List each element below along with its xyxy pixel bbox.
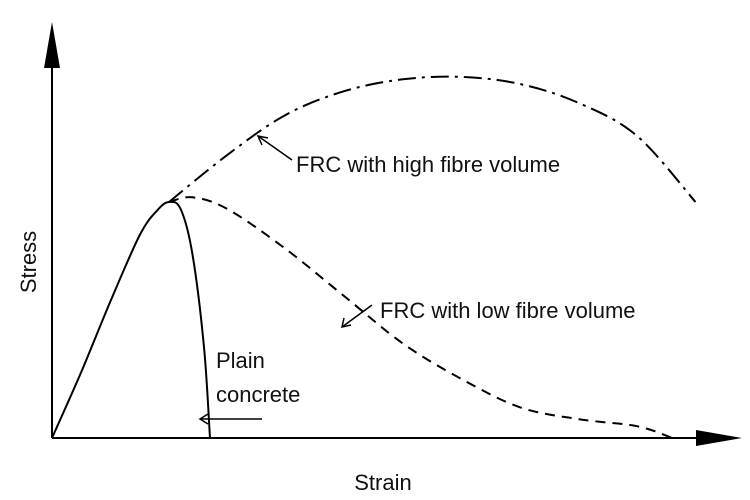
series-frc-low-fibre-line [168, 196, 673, 439]
annotation-arrowhead-plain [198, 413, 209, 425]
annotation-plain-label-line1: Plain [216, 348, 265, 373]
x-axis-arrowhead [696, 430, 742, 446]
annotation-arrowhead-high-fibre [256, 134, 269, 146]
annotation-arrow-high-fibre [257, 135, 293, 161]
annotation-high-fibre-label: FRC with high fibre volume [296, 152, 560, 177]
annotation-plain-label-line2: concrete [216, 382, 300, 407]
y-axis-arrowhead [44, 22, 60, 68]
annotation-arrow-low-fibre [341, 304, 373, 328]
y-axis-label: Stress [16, 231, 41, 293]
x-axis-label: Strain [354, 470, 411, 495]
annotation-arrowhead-low-fibre [341, 317, 352, 328]
series-frc-high-fibre-line [168, 75, 697, 203]
series-plain-concrete-line [51, 200, 211, 439]
annotation-low-fibre-label: FRC with low fibre volume [380, 298, 636, 323]
